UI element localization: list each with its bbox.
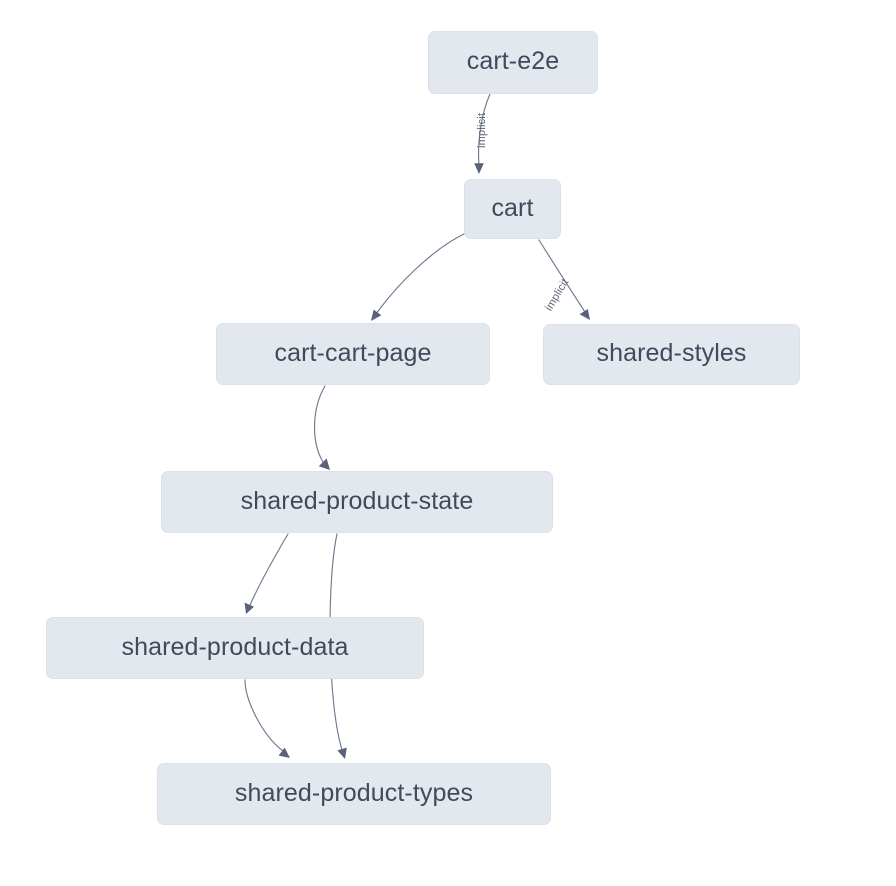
node-label: shared-styles	[596, 339, 747, 367]
node-label: shared-product-data	[121, 632, 349, 661]
node-label: shared-product-state	[240, 486, 474, 515]
node-label: cart-cart-page	[274, 338, 432, 367]
graph-node-shared-product-data[interactable]: shared-product-data	[46, 617, 424, 679]
graph-node-cart-e2e[interactable]: cart-e2e	[428, 31, 598, 94]
graph-node-cart[interactable]: cart	[464, 179, 561, 239]
node-label: cart	[491, 193, 534, 222]
edge-label-e1: implicit	[476, 112, 488, 148]
graph-node-shared-product-types[interactable]: shared-product-types	[157, 763, 551, 825]
node-label: cart-e2e	[466, 47, 560, 75]
node-label: shared-product-types	[234, 778, 474, 807]
graph-node-shared-styles[interactable]: shared-styles	[543, 324, 800, 385]
graph-node-cart-cart-page[interactable]: cart-cart-page	[216, 323, 490, 385]
graph-node-shared-product-state[interactable]: shared-product-state	[161, 471, 553, 533]
